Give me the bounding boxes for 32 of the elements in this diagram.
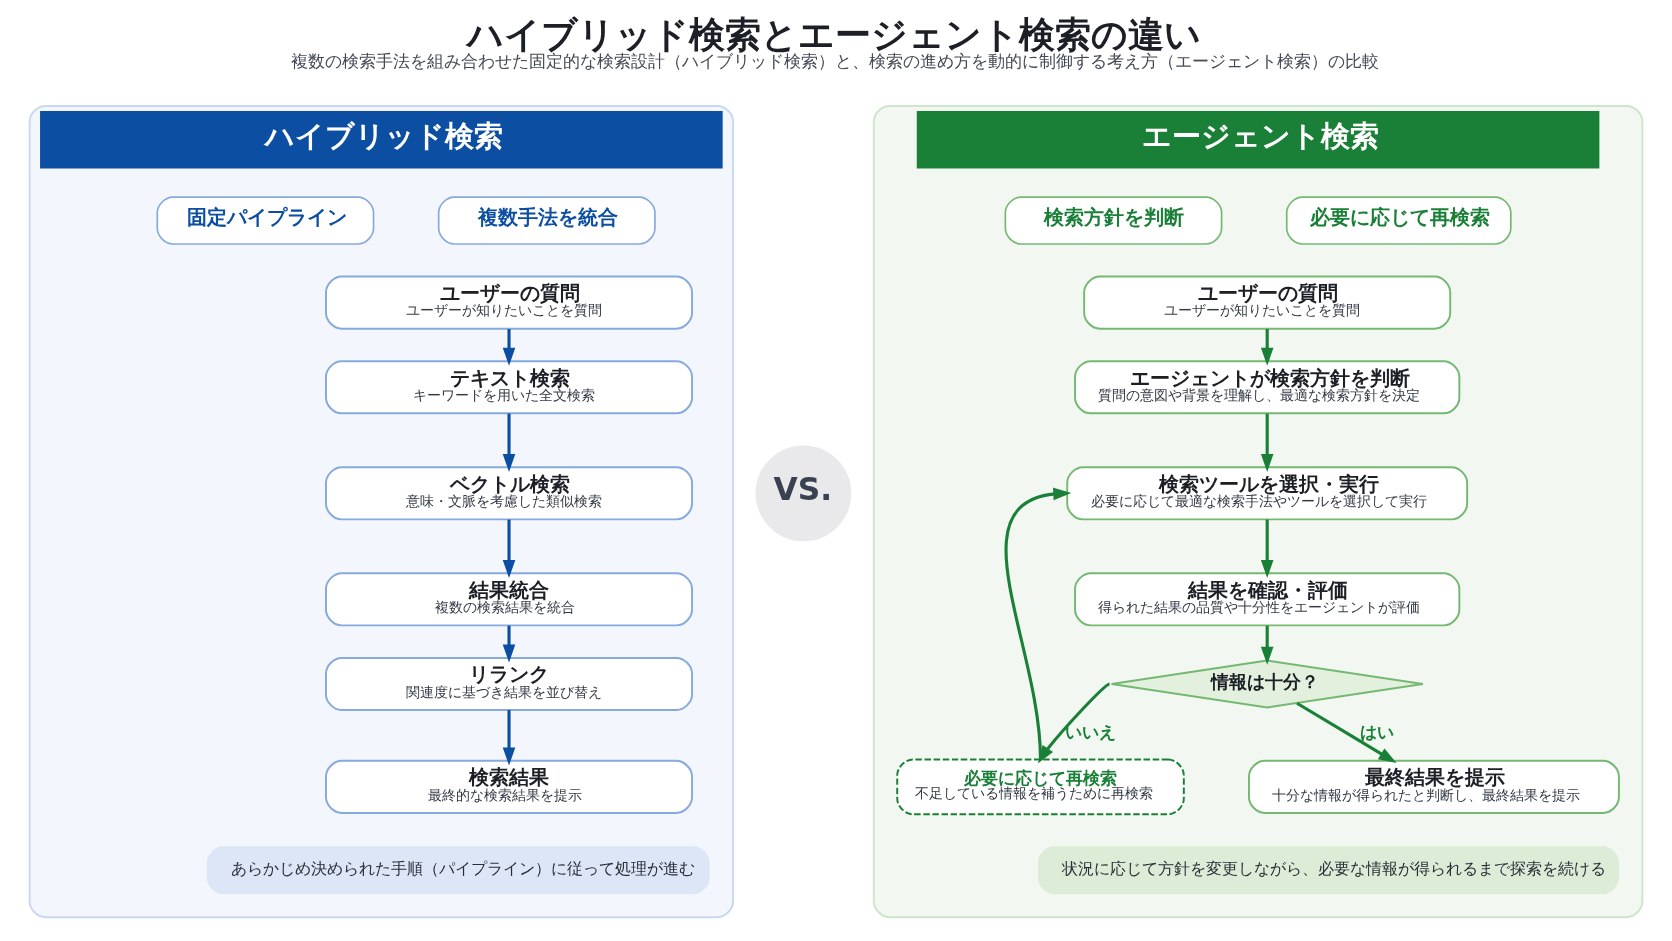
node-box: リランク 関連度に基づき結果を並び替え [325,656,694,711]
arrow [502,329,516,366]
node-box: 必要に応じて再検索 [1285,196,1512,245]
node-box: 検索ツールを選択・実行 必要に応じて最適な検索手法やツールを選択して実行 [1066,466,1469,521]
arrow [1260,519,1274,578]
arrow [502,519,516,578]
node-box: 検索結果 最終的な検索結果を提示 [325,759,694,814]
arrow [502,413,516,472]
node-box: 検索方針を判断 [1004,196,1223,245]
node-diamond: 情報は十分？ [1110,659,1424,709]
arrow [1037,682,1111,764]
node-box: テキスト検索 キーワードを用いた全文検索 [325,360,694,415]
arrow [1004,487,1072,760]
edge-label: いいえ [1065,721,1117,742]
node-box: 必要に応じて再検索 不足している情報を補うために再検索 [896,758,1185,816]
node-box: ユーザーの質問 ユーザーが知りたいことを質問 [325,275,694,330]
node-box: 結果統合 複数の検索結果を統合 [325,572,694,627]
arrow [1296,701,1397,764]
node-box: ユーザーの質問 ユーザーが知りたいことを質問 [1083,275,1452,330]
node-box: ベクトル検索 意味・文脈を考慮した類似検索 [325,466,694,521]
edge-label: はい [1359,721,1394,742]
node-box: 結果を確認・評価 得られた結果の品質や十分性をエージェントが評価 [1074,572,1461,627]
arrow [502,625,516,663]
node-box: 複数手法を統合 [437,196,656,245]
arrow [1260,329,1274,366]
arrow [502,710,516,766]
arrow [1260,625,1274,665]
node-box: 状況に応じて方針を変更しながら、必要な情報が得られるまで探索を続ける [1037,846,1619,895]
node-box: 最終結果を提示 十分な情報が得られたと判断し、最終結果を提示 [1247,759,1620,814]
arrow [1260,413,1274,472]
node-box: 固定パイプライン [156,196,375,245]
node-box: エージェントが検索方針を判断 質問の意図や背景を理解し、最適な検索方針を決定 [1074,360,1461,415]
